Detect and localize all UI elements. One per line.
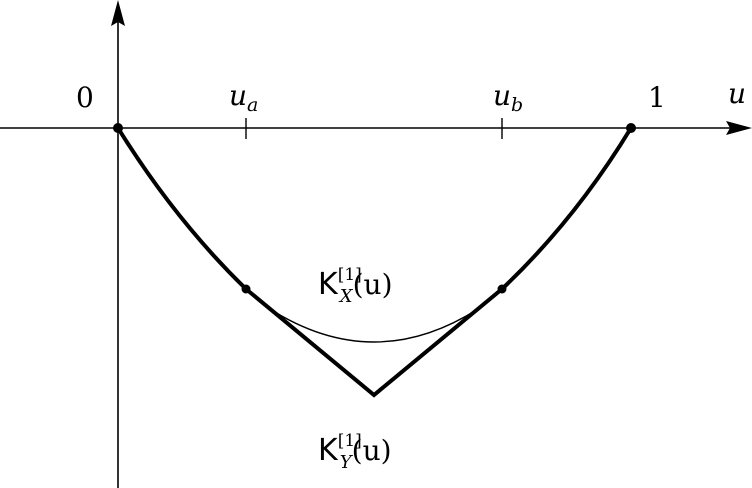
label-KX-name: K xyxy=(318,267,338,302)
origin-label: 0 xyxy=(76,81,94,114)
label-KY: K[1]Y(u) xyxy=(318,433,392,472)
label-KX: K[1]X(u) xyxy=(318,267,393,306)
label-KY-name: K xyxy=(318,433,338,468)
curve-KY xyxy=(116,126,633,398)
point-one xyxy=(626,123,636,133)
tick-label-ua: ua xyxy=(229,79,258,115)
tick-label-ub: ub xyxy=(493,79,523,115)
label-KX-sub: X xyxy=(339,286,353,307)
tick-label-ua-main: u xyxy=(229,79,248,112)
point-origin xyxy=(113,123,123,133)
label-KY-arg: (u) xyxy=(351,434,392,467)
label-KX-arg: (u) xyxy=(352,268,393,301)
label-KX-sup: [1] xyxy=(337,265,362,285)
tick-label-ub-sub: b xyxy=(511,94,524,116)
end-label: 1 xyxy=(648,81,666,114)
tick-label-ub-main: u xyxy=(493,79,512,112)
point-ua xyxy=(241,284,251,294)
point-ub xyxy=(497,284,507,294)
label-KY-sub: Y xyxy=(339,452,352,473)
x-axis-arrow-icon xyxy=(726,121,752,135)
curve-KX xyxy=(269,308,479,343)
x-axis-label: u xyxy=(728,77,747,110)
tick-label-ua-sub: a xyxy=(247,94,259,116)
label-KY-sup: [1] xyxy=(337,431,362,451)
y-axis-arrow-icon xyxy=(111,0,125,26)
